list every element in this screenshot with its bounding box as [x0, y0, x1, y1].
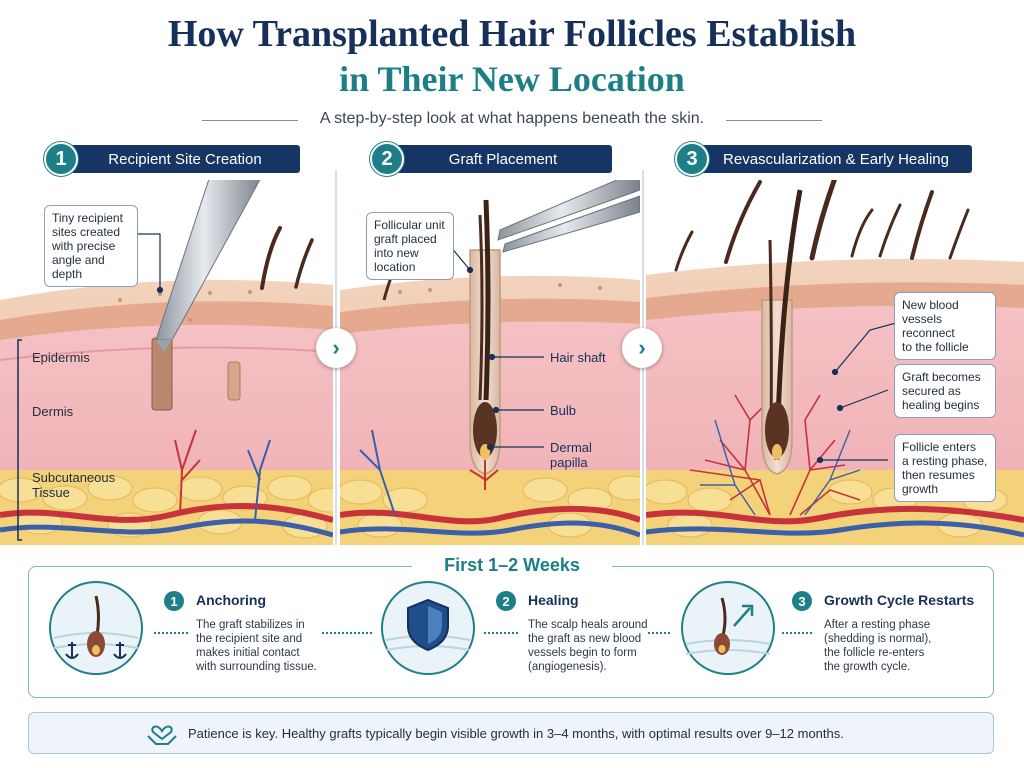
- recipient-site-callout: Tiny recipient sites created with precis…: [44, 205, 138, 287]
- subtitle-rule-right: [726, 120, 822, 121]
- anchor-icon: [49, 581, 143, 675]
- step-2-banner: Graft Placement: [394, 145, 612, 173]
- step-1-banner: Recipient Site Creation: [70, 145, 300, 173]
- step-2-title: Graft Placement: [448, 150, 558, 168]
- desc-line: The scalp heals around: [528, 619, 648, 631]
- desc-line: makes initial contact: [196, 647, 300, 659]
- hair-shaft-label: Hair shaft: [550, 350, 606, 365]
- callout-line: location: [374, 260, 416, 274]
- revascularization-callout: New blood vessels reconnect to the folli…: [894, 292, 996, 360]
- dermal-papilla-line-1: Dermal: [550, 440, 592, 455]
- desc-line: the graft as new blood: [528, 633, 642, 645]
- desc-line: the follicle re-enters: [824, 647, 925, 659]
- step-1-number: 1: [44, 142, 78, 176]
- callout-line: a resting phase,: [902, 454, 988, 468]
- dermal-papilla-label: Dermal papilla: [550, 440, 592, 470]
- step-3-title: Revascularization & Early Healing: [723, 150, 949, 168]
- resting-phase-callout: Follicle enters a resting phase, then re…: [894, 434, 996, 502]
- timeline-step-2-desc: The scalp heals around the graft as new …: [528, 618, 648, 674]
- connector-dots: [154, 632, 188, 634]
- panel-2-tissue: [340, 180, 640, 545]
- graft-secured-callout: Graft becomes secured as healing begins: [894, 364, 996, 418]
- timeline-step-2-number: 2: [496, 591, 516, 611]
- dermal-papilla-line-2: papilla: [550, 455, 588, 470]
- desc-line: with surrounding tissue.: [196, 661, 317, 673]
- callout-line: Tiny recipient: [52, 211, 123, 225]
- subcutaneous-line-2: Tissue: [32, 485, 70, 500]
- callout-line: vessels reconnect: [902, 312, 955, 340]
- desc-line: After a resting phase: [824, 619, 931, 631]
- step-3-number: 3: [675, 142, 709, 176]
- timeline-step-2-title: Healing: [528, 592, 579, 608]
- subtitle-rule-left: [202, 120, 298, 121]
- timeline-step-3-desc: After a resting phase (shedding is norma…: [824, 618, 931, 674]
- callout-line: New blood: [902, 298, 959, 312]
- subcutaneous-label: Subcutaneous Tissue: [32, 470, 115, 500]
- connector-dots: [782, 632, 812, 634]
- shield-icon: [381, 581, 475, 675]
- graft-placement-callout: Follicular unit graft placed into new lo…: [366, 212, 454, 280]
- desc-line: (shedding is normal),: [824, 633, 932, 645]
- callout-line: to the follicle: [902, 340, 969, 354]
- step-2-number: 2: [370, 142, 404, 176]
- heart-hands-icon: [147, 725, 177, 745]
- chevron-right-icon: ›: [638, 335, 646, 360]
- desc-line: (angiogenesis).: [528, 661, 607, 673]
- callout-line: Follicular unit: [374, 218, 445, 232]
- timeline-title: First 1–2 Weeks: [412, 555, 612, 576]
- connector-dots: [322, 632, 372, 634]
- callout-line: then resumes: [902, 468, 975, 482]
- skin-cross-section-illustration: [0, 170, 1024, 545]
- desc-line: the recipient site and: [196, 633, 303, 645]
- footer-text: Patience is key. Healthy grafts typicall…: [188, 726, 844, 741]
- step-3-banner: Revascularization & Early Healing: [700, 145, 972, 173]
- callout-line: Graft becomes: [902, 370, 981, 384]
- callout-line: secured as: [902, 384, 961, 398]
- desc-line: the growth cycle.: [824, 661, 911, 673]
- growth-arrow-icon: [681, 581, 775, 675]
- subcutaneous-line-1: Subcutaneous: [32, 470, 116, 485]
- page-subtitle: A step-by-step look at what happens bene…: [319, 110, 705, 127]
- callout-line: with precise: [52, 239, 116, 253]
- callout-line: graft placed: [374, 232, 437, 246]
- epidermis-label: Epidermis: [32, 350, 90, 365]
- panel-1-tissue: [0, 180, 333, 545]
- chevron-right-icon: ›: [332, 335, 340, 360]
- callout-line: into new: [374, 246, 419, 260]
- desc-line: The graft stabilizes in: [196, 619, 305, 631]
- timeline-step-3-number: 3: [792, 591, 812, 611]
- timeline-step-1-title: Anchoring: [196, 592, 266, 608]
- next-step-arrow-2[interactable]: ›: [622, 328, 662, 368]
- page-title: How Transplanted Hair Follicles Establis…: [167, 13, 857, 55]
- next-step-arrow-1[interactable]: ›: [316, 328, 356, 368]
- step-1-title: Recipient Site Creation: [108, 150, 262, 168]
- timeline-step-1-desc: The graft stabilizes in the recipient si…: [196, 618, 317, 674]
- connector-dots: [484, 632, 518, 634]
- callout-line: sites created: [52, 225, 121, 239]
- bulb-label: Bulb: [550, 403, 577, 418]
- desc-line: vessels begin to form: [528, 647, 637, 659]
- connector-dots: [648, 632, 670, 634]
- page-title-line2: in Their New Location: [339, 59, 685, 99]
- callout-line: healing begins: [902, 398, 980, 412]
- timeline-step-3-title: Growth Cycle Restarts: [824, 592, 975, 608]
- callout-line: growth: [902, 482, 939, 496]
- callout-line: Follicle enters: [902, 440, 977, 454]
- timeline-step-1-number: 1: [164, 591, 184, 611]
- footer-note: [28, 712, 994, 754]
- dermis-label: Dermis: [32, 404, 74, 419]
- callout-line: angle and depth: [52, 253, 105, 281]
